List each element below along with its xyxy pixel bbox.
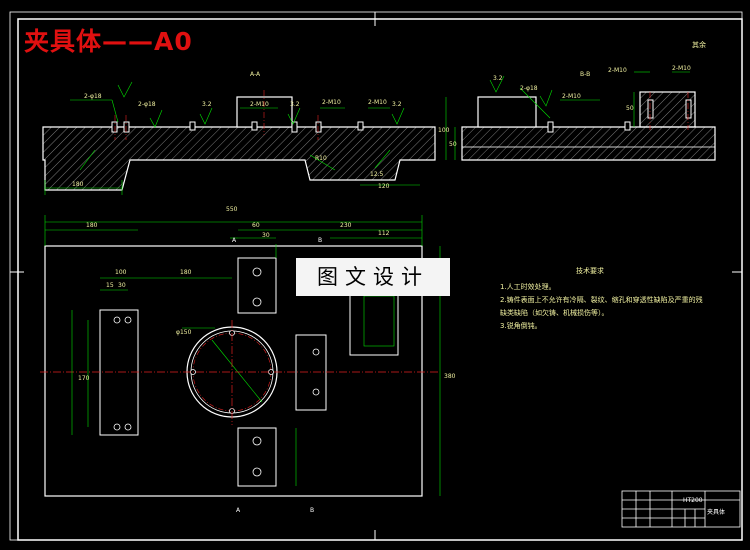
dim-right-slot: 112 [378,230,390,237]
notes-line-1: 1.人工时效处理。 [500,283,556,291]
callout-b2: 2-φ18 [520,85,538,92]
dim-overall-width: 550 [226,206,238,213]
notes-line-4: 3.锐角倒钝。 [500,322,542,330]
section-bb-view: B-B 3.2 2-φ18 2-M10 2-M10 2-M10 100 50 5… [438,65,716,161]
dim-left-part: 180 [86,222,98,229]
dim-top-slot: 30 [262,232,270,239]
svg-text:A: A [232,237,237,244]
dim-left-holes-a: 15 [106,282,114,289]
callout-b4: 2-M10 [672,65,691,72]
callout-a5: 2-M10 [322,99,341,106]
plan-view: 550 180 230 60 30 112 100 15 30 180 φ150… [40,206,456,514]
svg-text:A: A [236,507,241,514]
dim-total-height: 380 [444,373,456,380]
dim-left-block: 100 [115,269,127,276]
notes-title: 技术要求 [576,267,604,275]
dim-thickness: 12.5 [370,171,384,178]
title-block-name: 夹具体 [707,509,726,516]
callout-a1: 2-φ18 [84,93,102,100]
watermark-banner: 图文设计 [296,258,450,296]
section-bb-label: B-B [580,71,590,78]
dim-bb-height: 100 [438,127,450,134]
dim-top-width: 60 [252,222,260,229]
title-block-material: HT200 [683,497,703,504]
callout-a1b: 2-φ18 [138,101,156,108]
callout-a2: 3.2 [202,101,212,108]
dim-left-holes-b: 30 [118,282,126,289]
technical-requirements: 技术要求 1.人工时效处理。 2.铸件表面上不允许有冷隔、裂纹、缩孔和穿透性缺陷… [500,265,703,333]
dim-bore-dia: φ150 [176,329,192,336]
callout-b3: 2-M10 [562,93,581,100]
dim-sec-right: 120 [378,183,390,190]
drawing-title: 夹具体——A0 [24,27,193,56]
section-aa-label: A-A [250,71,261,78]
dim-sec-left: 180 [72,181,84,188]
frame-centering-marks [10,12,742,540]
svg-text:B: B [318,237,322,244]
notes-line-2: 2.铸件表面上不允许有冷隔、裂纹、缩孔和穿透性缺陷及严重的残 [500,296,703,304]
inner-frame [17,18,743,541]
svg-text:B: B [310,507,314,514]
title-block [621,490,741,528]
callout-a4: 3.2 [290,101,300,108]
dim-radius: R10 [315,155,327,162]
roughness-note: 其余 [692,41,706,49]
callout-b1: 3.2 [493,75,503,82]
dim-bb-step: 50 [626,105,634,112]
dim-center-offset: 180 [180,269,192,276]
callout-a6: 2-M10 [368,99,387,106]
callout-b3b: 2-M10 [608,67,627,74]
section-aa-view: A-A 2-φ18 2-φ18 3.2 2-M10 3.2 2-M10 2-M1… [42,71,436,195]
callout-a7: 3.2 [392,101,402,108]
dim-bb-small: 50 [449,141,457,148]
callout-a3: 2-M10 [250,101,269,108]
dim-right-part: 230 [340,222,352,229]
notes-line-3: 缺类缺陷（如欠铸、机械损伤等）。 [500,309,609,317]
dim-left-height: 170 [78,375,90,382]
